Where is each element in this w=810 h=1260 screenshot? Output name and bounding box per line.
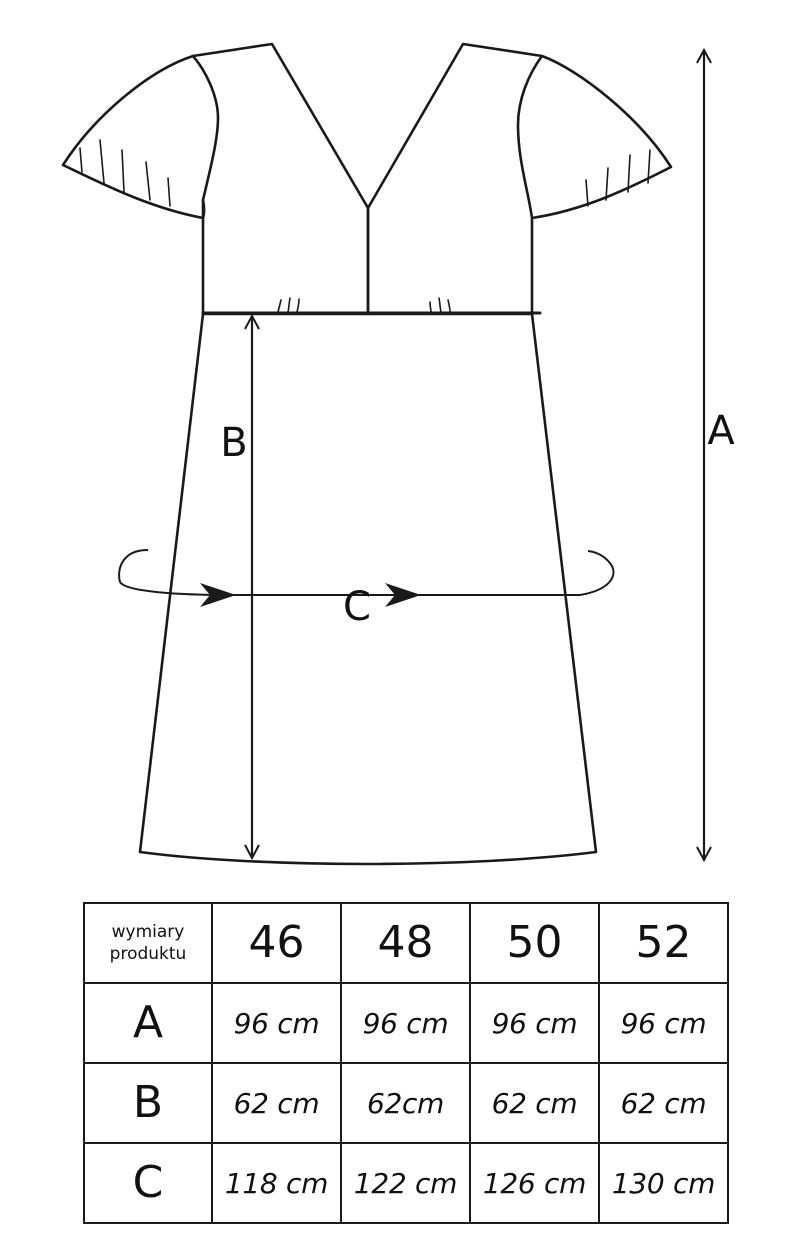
value-cell: 62 cm [469, 1062, 600, 1144]
dress-outline [61, 42, 673, 866]
waist-gather-marks [277, 297, 451, 313]
table-row: B 62 cm 62cm 62 cm 62 cm [83, 1062, 729, 1144]
dimension-c-arrowhead-right [385, 583, 421, 607]
value-cell: 126 cm [469, 1142, 600, 1224]
value-cell: 130 cm [598, 1142, 729, 1224]
table-row: A 96 cm 96 cm 96 cm 96 cm [83, 982, 729, 1064]
size-header-50: 50 [469, 902, 600, 984]
dimension-b-label: B [220, 420, 247, 466]
dimension-b: B [220, 316, 252, 858]
right-bodice [366, 42, 544, 316]
left-bodice [191, 42, 370, 316]
value-cell: 62 cm [211, 1062, 342, 1144]
size-header-52: 52 [598, 902, 729, 984]
row-label-c: C [83, 1142, 213, 1224]
dress-measurement-diagram: A B C [61, 42, 735, 866]
value-cell: 96 cm [469, 982, 600, 1064]
dimension-c-label: C [343, 584, 371, 630]
size-header-46: 46 [211, 902, 342, 984]
row-label-a: A [83, 982, 213, 1064]
size-table: wymiary produktu 46 48 50 52 A 96 cm 96 … [83, 902, 729, 1224]
corner-label-line-1: wymiary [111, 922, 185, 942]
sleeve-pleat-marks [79, 139, 651, 207]
value-cell: 62cm [340, 1062, 471, 1144]
dimension-c-arrowhead-left [200, 583, 236, 607]
value-cell: 118 cm [211, 1142, 342, 1224]
table-header-row: wymiary produktu 46 48 50 52 [83, 902, 729, 984]
table-row: C 118 cm 122 cm 126 cm 130 cm [83, 1142, 729, 1224]
value-cell: 122 cm [340, 1142, 471, 1224]
size-header-48: 48 [340, 902, 471, 984]
value-cell: 62 cm [598, 1062, 729, 1144]
value-cell: 96 cm [598, 982, 729, 1064]
dimension-c: C [118, 549, 615, 630]
right-sleeve [530, 54, 673, 220]
corner-cell: wymiary produktu [83, 902, 213, 984]
dimension-a: A [704, 50, 735, 860]
value-cell: 96 cm [211, 982, 342, 1064]
corner-label-line-2: produktu [109, 944, 187, 964]
row-label-b: B [83, 1062, 213, 1144]
skirt [138, 312, 598, 866]
left-sleeve [61, 54, 206, 220]
value-cell: 96 cm [340, 982, 471, 1064]
dimension-a-label: A [707, 408, 735, 454]
